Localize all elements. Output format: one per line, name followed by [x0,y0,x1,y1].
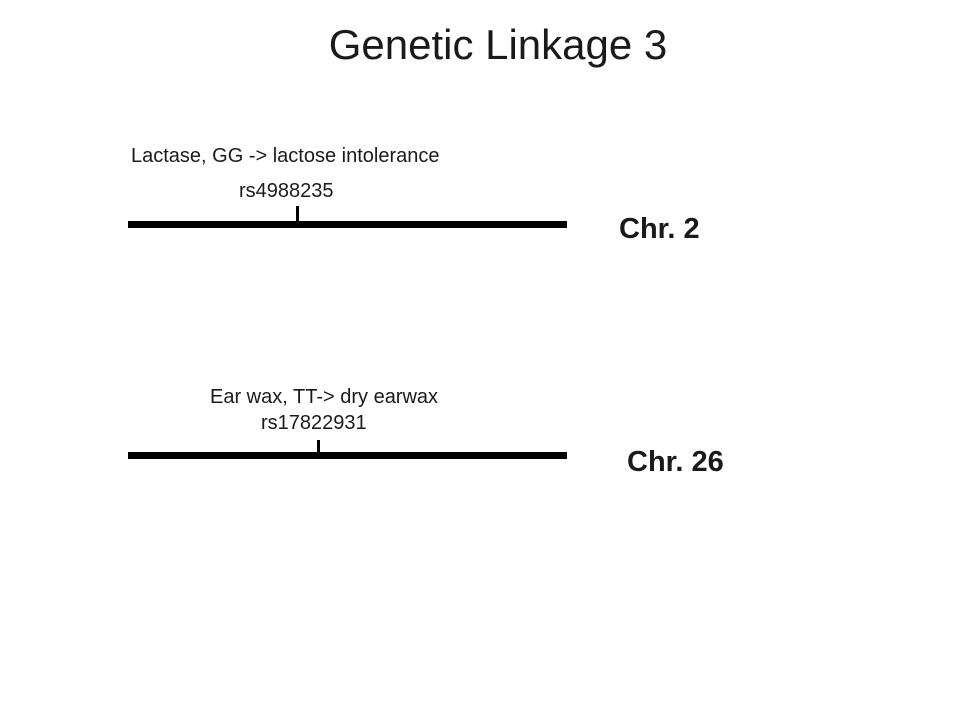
chromosome-2-bar [128,221,567,228]
chromosome-2-annotation: Lactase, GG -> lactose intolerance [131,145,440,167]
chromosome-26-annotation: Ear wax, TT-> dry earwax [210,386,439,408]
chromosome-26-label: Chr. 26 [627,446,724,478]
chromosome-26-bar [128,452,567,459]
chromosome-2-marker-id: rs4988235 [239,180,334,202]
chromosome-26-marker-id: rs17822931 [261,412,367,434]
chromosome-2-label: Chr. 2 [619,213,700,245]
chromosome-26-marker-tick [317,440,320,455]
slide-title: Genetic Linkage 3 [328,21,668,68]
chromosome-2-marker-tick [296,206,299,222]
